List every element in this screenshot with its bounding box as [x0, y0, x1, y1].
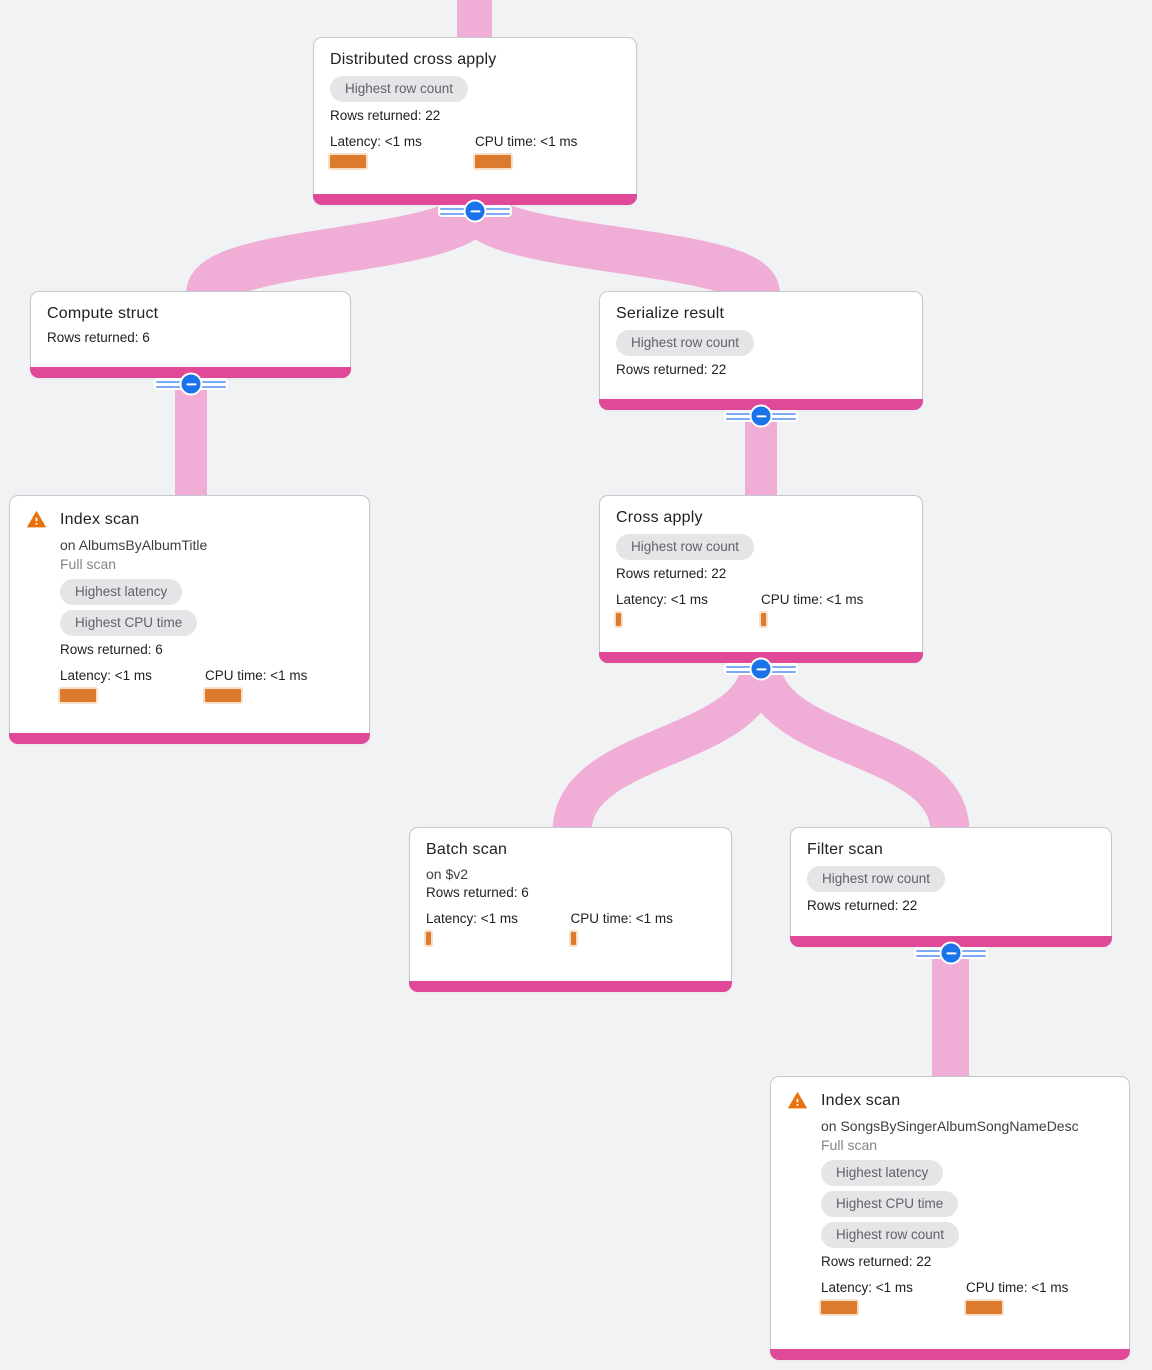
node-title: Cross apply	[616, 509, 703, 526]
node-body: Serialize result Highest row count Rows …	[600, 292, 922, 377]
cpu-time-bar	[761, 613, 766, 626]
plan-node-compute-struct[interactable]: Compute struct Rows returned: 6	[30, 291, 351, 378]
plan-node-batch-scan[interactable]: Batch scan on $v2 Rows returned: 6 Laten…	[409, 827, 732, 992]
warning-icon	[26, 509, 47, 530]
node-title: Distributed cross apply	[330, 51, 497, 68]
highest-latency-badge: Highest latency	[821, 1160, 944, 1186]
node-accent-bar	[409, 981, 732, 992]
latency-bar	[616, 613, 621, 626]
highest-cpu-time-badge: Highest CPU time	[60, 610, 198, 636]
node-body: Cross apply Highest row count Rows retur…	[600, 496, 922, 626]
scan-type: Full scan	[60, 556, 117, 572]
edge-cross-apply-to-batch-scan	[552, 659, 781, 834]
node-body: Index scan on SongsBySingerAlbumSongName…	[771, 1077, 1129, 1314]
node-title: Index scan	[821, 1091, 901, 1109]
node-body: Compute struct Rows returned: 6	[31, 292, 350, 345]
plan-node-cross-apply[interactable]: Cross apply Highest row count Rows retur…	[599, 495, 923, 663]
node-title: Compute struct	[47, 305, 159, 322]
node-body: Distributed cross apply Highest row coun…	[314, 38, 636, 168]
highest-cpu-time-badge: Highest CPU time	[821, 1191, 959, 1217]
latency-bar	[426, 932, 431, 945]
plan-node-serialize-result[interactable]: Serialize result Highest row count Rows …	[599, 291, 923, 410]
edge-distributed-to-compute-struct	[186, 195, 498, 303]
latency-bar	[330, 155, 366, 168]
latency-bar	[821, 1301, 857, 1314]
plan-node-index-scan-albums[interactable]: Index scan on AlbumsByAlbumTitle Full sc…	[9, 495, 370, 744]
cpu-time-label: CPU time: <1 ms	[761, 592, 864, 607]
rows-returned: Rows returned: 22	[616, 566, 727, 581]
node-body: Index scan on AlbumsByAlbumTitle Full sc…	[10, 496, 369, 702]
cpu-time-bar	[205, 689, 241, 702]
collapse-button-cross-apply[interactable]	[724, 657, 798, 681]
latency-label: Latency: <1 ms	[616, 592, 708, 607]
minus-icon	[749, 657, 773, 681]
rows-returned: Rows returned: 22	[330, 108, 441, 123]
collapse-button-filter-scan[interactable]	[914, 941, 988, 965]
rows-returned: Rows returned: 6	[426, 885, 529, 900]
node-accent-bar	[770, 1349, 1130, 1360]
scan-target: on AlbumsByAlbumTitle	[60, 537, 208, 553]
node-body: Batch scan on $v2 Rows returned: 6 Laten…	[410, 828, 731, 945]
latency-bar	[60, 689, 96, 702]
collapse-button-distributed-cross-apply[interactable]	[438, 199, 512, 223]
highest-row-count-badge: Highest row count	[821, 1222, 960, 1248]
highest-row-count-badge: Highest row count	[616, 330, 755, 356]
edge-distributed-to-serialize-result	[452, 194, 780, 304]
latency-label: Latency: <1 ms	[60, 668, 152, 683]
collapse-button-serialize-result[interactable]	[724, 404, 798, 428]
cpu-time-label: CPU time: <1 ms	[966, 1280, 1069, 1295]
scan-target: on SongsBySingerAlbumSongNameDesc	[821, 1118, 1079, 1134]
node-accent-bar	[9, 733, 370, 744]
rows-returned: Rows returned: 22	[821, 1254, 932, 1269]
plan-node-distributed-cross-apply[interactable]: Distributed cross apply Highest row coun…	[313, 37, 637, 205]
node-title: Filter scan	[807, 841, 883, 858]
collapse-button-compute-struct[interactable]	[154, 372, 228, 396]
scan-target: on $v2	[426, 866, 469, 882]
rows-returned: Rows returned: 6	[60, 642, 163, 657]
cpu-time-bar	[570, 932, 576, 945]
latency-label: Latency: <1 ms	[426, 911, 518, 926]
minus-icon	[463, 199, 487, 223]
plan-node-filter-scan[interactable]: Filter scan Highest row count Rows retur…	[790, 827, 1112, 947]
node-title: Index scan	[60, 510, 140, 528]
latency-label: Latency: <1 ms	[330, 134, 422, 149]
highest-row-count-badge: Highest row count	[807, 866, 946, 892]
minus-icon	[939, 941, 963, 965]
highest-row-count-badge: Highest row count	[330, 76, 469, 102]
warning-icon	[787, 1090, 808, 1111]
minus-icon	[749, 404, 773, 428]
cpu-time-bar	[475, 155, 511, 168]
highest-latency-badge: Highest latency	[60, 579, 183, 605]
rows-returned: Rows returned: 22	[616, 362, 727, 377]
highest-row-count-badge: Highest row count	[616, 534, 755, 560]
scan-type: Full scan	[821, 1137, 878, 1153]
cpu-time-label: CPU time: <1 ms	[475, 134, 578, 149]
plan-node-index-scan-songs[interactable]: Index scan on SongsBySingerAlbumSongName…	[770, 1076, 1130, 1360]
minus-icon	[179, 372, 203, 396]
rows-returned: Rows returned: 6	[47, 330, 150, 345]
rows-returned: Rows returned: 22	[807, 898, 918, 913]
edge-cross-apply-to-filter-scan	[741, 659, 970, 834]
latency-label: Latency: <1 ms	[821, 1280, 913, 1295]
node-title: Serialize result	[616, 305, 725, 322]
node-body: Filter scan Highest row count Rows retur…	[791, 828, 1111, 913]
node-title: Batch scan	[426, 841, 508, 858]
cpu-time-label: CPU time: <1 ms	[205, 668, 308, 683]
cpu-time-bar	[966, 1301, 1002, 1314]
cpu-time-label: CPU time: <1 ms	[570, 911, 673, 926]
